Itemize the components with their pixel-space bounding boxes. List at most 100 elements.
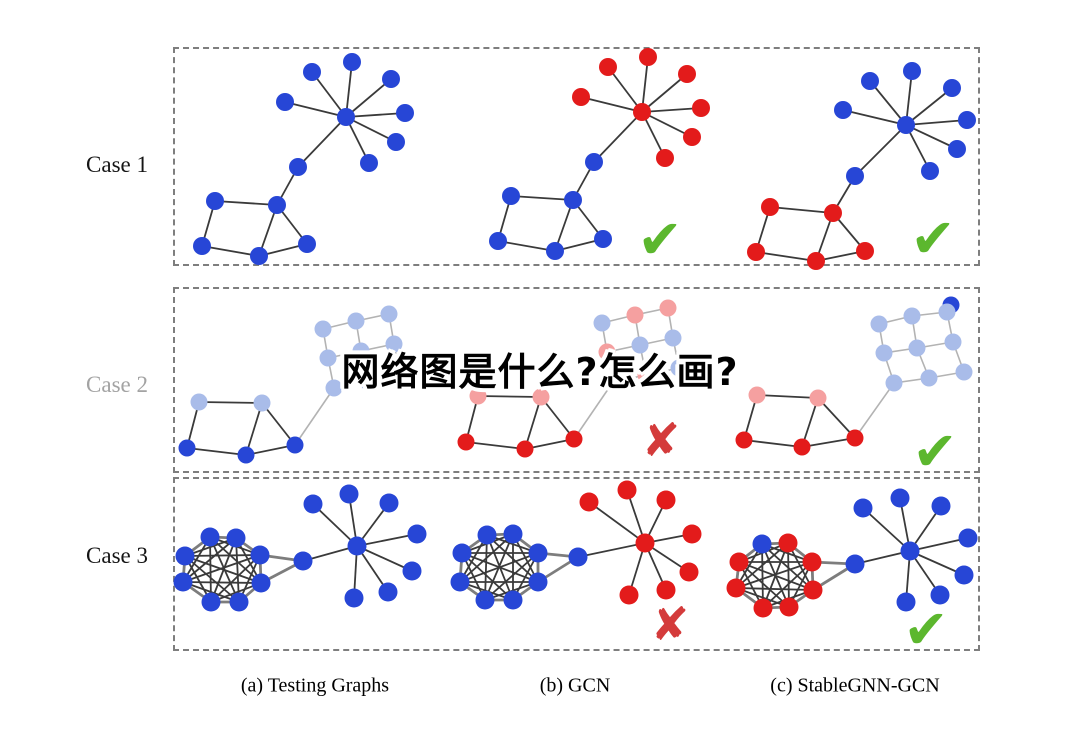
graph-node: [604, 373, 622, 391]
graph-edge: [869, 80, 907, 126]
graph-node: [358, 372, 376, 390]
graph-edge: [184, 555, 262, 584]
graph-node: [908, 339, 926, 357]
graph-edge: [817, 397, 856, 439]
graph-node: [809, 389, 827, 407]
graph-node: [958, 111, 976, 129]
graph-edge: [641, 107, 702, 113]
graph-case2-testing: [178, 305, 409, 464]
graph-node: [360, 154, 378, 172]
graph-node: [824, 204, 842, 222]
graph-node: [469, 387, 487, 405]
graph-node: [564, 191, 582, 209]
graph-node: [286, 436, 304, 454]
graph-edge: [345, 116, 397, 143]
graph-node: [502, 187, 520, 205]
graph-node: [402, 561, 422, 581]
graph-node: [382, 70, 400, 88]
graph-edge: [477, 395, 542, 398]
graph-node: [565, 430, 583, 448]
graph-node: [896, 592, 916, 612]
graph-edge: [580, 96, 643, 113]
graph-node: [387, 133, 405, 151]
graph-edge: [484, 552, 539, 601]
graph-edge: [182, 581, 240, 603]
graph-node: [948, 140, 966, 158]
graph-node: [903, 307, 921, 325]
graph-node: [656, 580, 676, 600]
graph-node: [846, 429, 864, 447]
graph-edge: [588, 501, 646, 544]
graph-case2-gcn: [457, 299, 688, 458]
graph-node: [303, 494, 323, 514]
graph-node: [955, 363, 973, 381]
graph-case3-stablegnn: [726, 488, 978, 618]
graph-node: [585, 153, 603, 171]
graph-node: [670, 359, 688, 377]
graph-edge: [769, 206, 834, 214]
case1-label: Case 1: [86, 152, 148, 177]
graph-edge: [554, 199, 574, 252]
graph-case3-gcn: [450, 480, 702, 610]
graph-edge: [593, 111, 643, 163]
graph-node: [503, 524, 523, 544]
graph-node: [726, 578, 746, 598]
graph-node: [903, 62, 921, 80]
graph-node: [293, 551, 313, 571]
graph-edge: [607, 66, 643, 113]
graph-node: [729, 552, 749, 572]
graph-node: [546, 242, 564, 260]
graph-node: [477, 525, 497, 545]
graph-node: [175, 546, 195, 566]
graph-edge: [186, 447, 247, 456]
graph-node: [347, 536, 367, 556]
graph-node: [314, 320, 332, 338]
graph-edge: [573, 381, 614, 440]
graph-case1-stablegnn: [747, 62, 976, 270]
graph-node: [930, 585, 950, 605]
graph-edge: [484, 534, 488, 601]
graph-edge: [735, 587, 814, 591]
graph-node: [344, 588, 364, 608]
graph-node: [289, 158, 307, 176]
graph-edge: [461, 552, 514, 601]
graph-node: [897, 116, 915, 134]
graph-node: [633, 103, 651, 121]
graph-edge: [261, 402, 296, 446]
incorrect-icon: ✘: [650, 597, 690, 651]
graph-node: [870, 315, 888, 333]
graph-node: [226, 528, 246, 548]
graph-edge: [862, 507, 911, 552]
graph-node: [407, 524, 427, 544]
graph-node: [943, 79, 961, 97]
graph-node: [593, 314, 611, 332]
graph-edge: [356, 533, 418, 547]
graph-node: [298, 235, 316, 253]
graph-edge: [284, 101, 347, 118]
graph-node: [489, 232, 507, 250]
graph-node: [200, 527, 220, 547]
graph-node: [692, 99, 710, 117]
graph-node: [391, 365, 409, 383]
case3-label: Case 3: [86, 543, 148, 568]
correct-icon: ✔: [912, 420, 958, 483]
graph-node: [747, 243, 765, 261]
graph-node: [931, 496, 951, 516]
graph-node: [457, 433, 475, 451]
graph-node: [319, 349, 337, 367]
graph-edge: [459, 552, 539, 583]
graph-node: [678, 65, 696, 83]
graph-edge: [245, 402, 263, 456]
graph-case3-testing: [173, 484, 427, 612]
graph-edge: [297, 116, 347, 168]
graph-node: [846, 167, 864, 185]
graph-node: [173, 572, 193, 592]
overlay-title: 网络图是什么?怎么画?: [341, 350, 739, 394]
graph-node: [201, 592, 221, 612]
graph-node: [793, 438, 811, 456]
graph-edge: [905, 70, 913, 126]
graph-edge: [854, 124, 907, 177]
graph-node: [568, 547, 588, 567]
graph-node: [735, 431, 753, 449]
graph-edge: [201, 245, 260, 257]
